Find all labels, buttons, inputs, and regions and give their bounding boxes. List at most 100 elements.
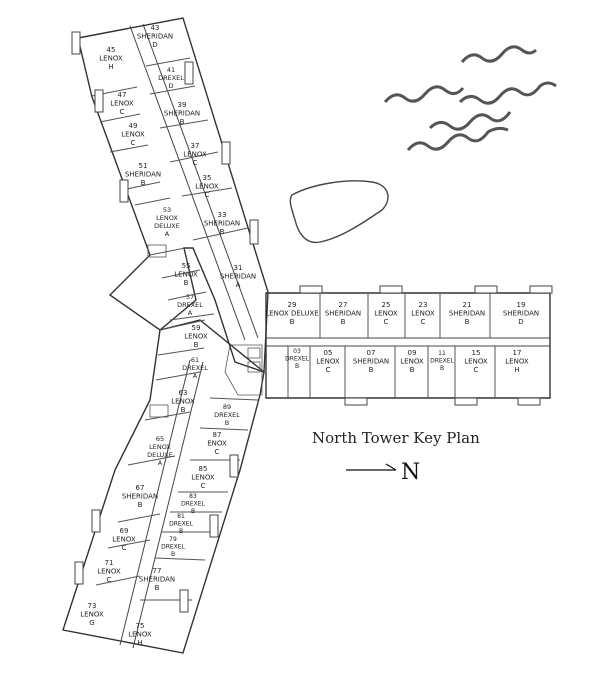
unit-label-line: SHERIDAN [125, 171, 161, 179]
unit-label-line: SHERIDAN [503, 310, 539, 318]
unit-label-line: B [141, 179, 146, 187]
unit-label-line: SHERIDAN [137, 33, 173, 41]
unit-label-line: LENOX [174, 271, 198, 279]
unit-label-line: 69 [120, 527, 129, 535]
unit-label-line: C [201, 482, 206, 490]
unit-label-line: LENOX [184, 333, 208, 341]
unit-label-line: 63 [179, 389, 188, 397]
unit-label-line: SHERIDAN [122, 493, 158, 501]
unit-label-line: 43 [151, 24, 160, 32]
arrow-head-icon [385, 463, 397, 471]
unit-label-line: 45 [107, 46, 116, 54]
unit-label-line: DREXEL [177, 301, 203, 309]
lobby-core [147, 244, 263, 418]
unit-label-line: DELUXE [147, 451, 173, 459]
unit-label-line: 27 [339, 301, 348, 309]
unit-label-line: B [410, 366, 415, 374]
unit-label-line: 33 [218, 211, 227, 219]
unit-label-line: C [131, 139, 136, 147]
unit-label-line: 09 [408, 349, 417, 357]
unit-label-line: 49 [129, 122, 138, 130]
unit-label-line: DREXEL [169, 521, 193, 528]
unit-label-line: C [122, 544, 127, 552]
unit-label-line: SHERIDAN [204, 220, 240, 228]
unit-label-line: LENOX [191, 474, 215, 482]
unit-label-line: B [440, 365, 444, 372]
unit-label-line: 65 [156, 435, 164, 443]
unit-label-line: LENOX [110, 100, 134, 108]
unit-label-line: 17 [513, 349, 522, 357]
unit-label-line: 75 [136, 622, 145, 630]
unit-label-line: DREXEL [161, 544, 185, 551]
building-outline [62, 17, 551, 654]
unit-label-line: 41 [167, 66, 175, 74]
unit-label-line: B [179, 528, 183, 535]
unit-label-line: DREXEL [182, 364, 208, 372]
unit-label-line: LENOX DELUXE [265, 310, 318, 318]
unit-label-line: B [465, 318, 470, 326]
plan-title: North Tower Key Plan [312, 429, 480, 447]
unit-label-line: B [180, 118, 185, 126]
unit-label-line: 71 [105, 559, 114, 567]
unit-label-line: LENOX [80, 611, 104, 619]
unit-label-line: 11 [438, 350, 446, 357]
unit-label-line: 61 [191, 356, 199, 364]
unit-label-line: C [421, 318, 426, 326]
unit-label-line: 87 [213, 431, 222, 439]
unit-label-line: LENOX [505, 358, 529, 366]
unit-label-line: DREXEL [158, 74, 184, 82]
unit-label-line: B [225, 419, 229, 427]
unit-label-line: H [514, 366, 519, 374]
unit-label-line: 15 [472, 349, 481, 357]
unit-label-line: 57 [186, 293, 194, 301]
unit-label-line: H [137, 639, 142, 647]
unit-label-line: LENOX [99, 55, 123, 63]
unit-label-line: SHERIDAN [164, 110, 200, 118]
unit-label-line: LENOX [400, 358, 424, 366]
unit-label-line: 39 [178, 101, 187, 109]
unit-label-line: LENOX [195, 183, 219, 191]
unit-label-line: 31 [234, 264, 243, 272]
unit-label-line: LENOX [121, 131, 145, 139]
unit-label-line: SHERIDAN [325, 310, 361, 318]
unit-label-line: B [181, 406, 186, 414]
unit-label-line: 85 [199, 465, 208, 473]
unit-label-line: C [384, 318, 389, 326]
unit-label-line: LENOX [171, 398, 195, 406]
unit-label-line: B [341, 318, 346, 326]
unit-label-line: 83 [189, 493, 197, 500]
unit-label-line: 73 [88, 602, 97, 610]
unit-label-line: 55 [182, 262, 191, 270]
unit-label-line: LENOX [97, 568, 121, 576]
unit-label-line: 79 [169, 536, 177, 543]
unit-label-line: 23 [419, 301, 428, 309]
unit-label-line: 07 [367, 349, 376, 357]
unit-label-line: B [369, 366, 374, 374]
unit-label-line: A [158, 459, 163, 467]
unit-label-line: B [191, 508, 195, 515]
